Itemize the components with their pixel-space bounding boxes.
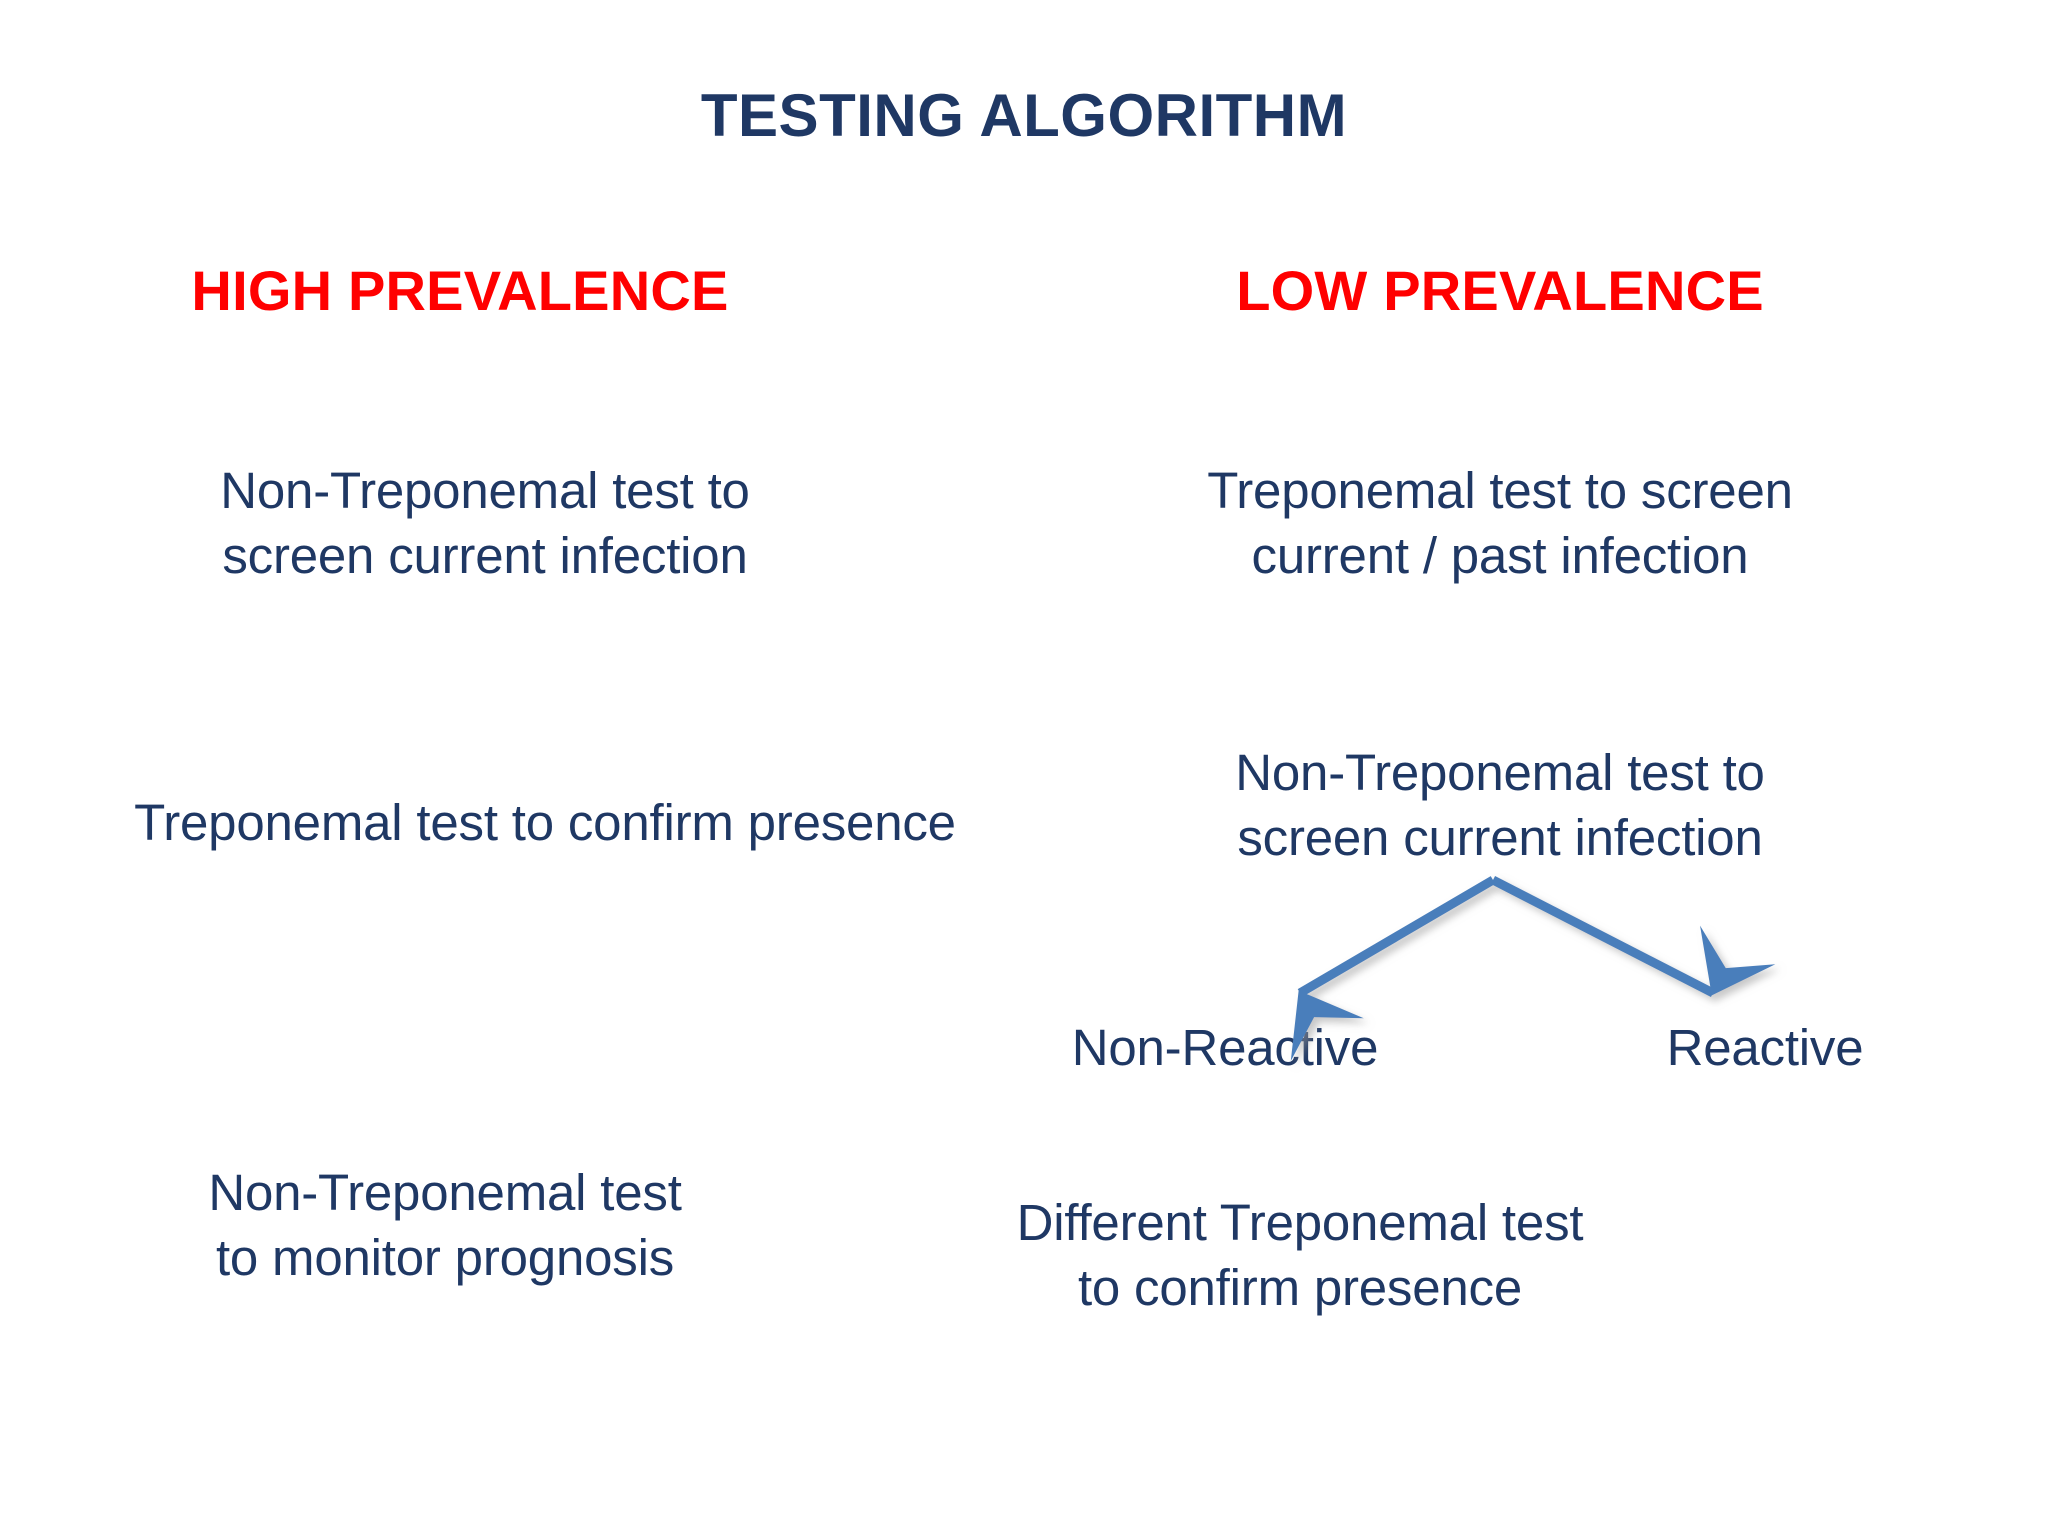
- branch-label-non-reactive: Non-Reactive: [1071, 1019, 1379, 1076]
- node-low-step-2: Non-Treponemal test to screen current in…: [1235, 744, 1765, 867]
- arrow-low-branch-reactive: [1490, 875, 1776, 998]
- node-high-step-2: Treponemal test to confirm presence: [134, 794, 956, 851]
- node-low-final-step: Different Treponemal test to confirm pre…: [1016, 1194, 1584, 1317]
- page-title: TESTING ALGORITHM: [700, 82, 1348, 149]
- branch-label-reactive: Reactive: [1666, 1019, 1864, 1076]
- node-high-step-3: Non-Treponemal test to monitor prognosis: [208, 1164, 682, 1287]
- node-high-step-1: Non-Treponemal test to screen current in…: [220, 462, 750, 585]
- arrow-low-branch-non-reactive: [1290, 876, 1496, 1061]
- node-low-step-1: Treponemal test to screen current / past…: [1207, 462, 1793, 585]
- column-heading-low-prevalence: LOW PREVALENCE: [1236, 259, 1764, 322]
- column-heading-high-prevalence: HIGH PREVALENCE: [191, 259, 729, 322]
